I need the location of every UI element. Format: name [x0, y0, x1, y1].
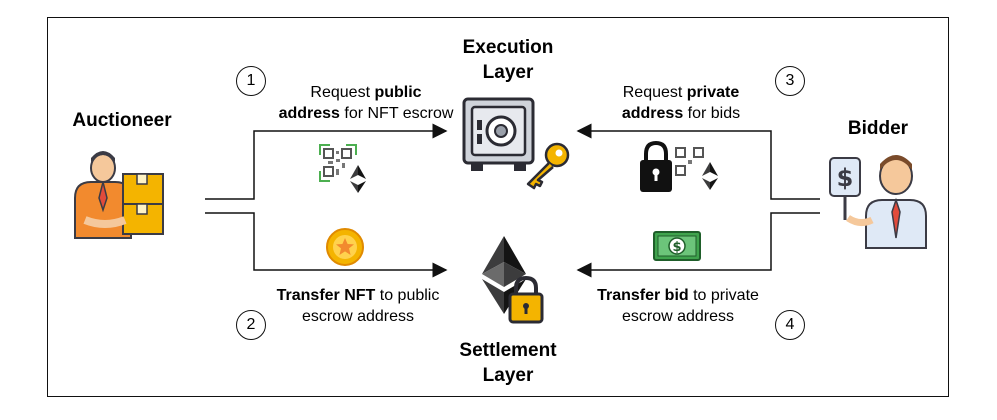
settlement-layer-title: Settlement Layer [433, 338, 583, 388]
qr-code-ethereum-icon [319, 144, 366, 193]
bidder-icon: $ [829, 155, 927, 249]
step-1-label: Request public address for NFT escrow [266, 82, 466, 124]
step-2-line1-a: Transfer NFT [276, 287, 376, 304]
execution-layer-title-line2: Layer [482, 62, 534, 83]
step-4-line2-b: escrow address [621, 308, 735, 325]
ethereum-lock-icon [482, 236, 544, 324]
step-1-number: 1 [236, 66, 266, 96]
arrow-bidder-to-execution [576, 123, 820, 200]
step-4-label: Transfer bid to private escrow address [576, 285, 780, 327]
step-2-label: Transfer NFT to public escrow address [256, 285, 460, 327]
locked-qr-code-ethereum-icon [640, 140, 718, 192]
key-icon [526, 142, 570, 190]
step-4-line1-a: Transfer bid [597, 287, 689, 304]
dollar-bill-icon: $ [653, 231, 701, 261]
step-3-number: 3 [775, 66, 805, 96]
nft-coin-icon [326, 228, 364, 266]
settlement-layer-title-line2: Layer [482, 365, 534, 386]
arrow-bidder-to-settlement [576, 212, 820, 278]
step-1-line1-a: Request [310, 84, 375, 101]
step-4-number: 4 [775, 310, 805, 340]
step-2-line2-b: escrow address [301, 308, 415, 325]
step-1-line2-b: for NFT escrow [339, 105, 454, 122]
step-3-line1-b: private [686, 84, 740, 101]
step-3-line1-a: Request [622, 84, 687, 101]
step-3-line2-b: for bids [683, 105, 741, 122]
step-4-line1-b: to private [688, 287, 759, 304]
diagram-frame [47, 17, 949, 397]
settlement-layer-title-line1: Settlement [459, 340, 557, 361]
auctioneer-icon [74, 151, 164, 239]
svg-text:$: $ [837, 164, 854, 192]
execution-layer-title: Execution Layer [438, 35, 578, 85]
arrow-auctioneer-to-settlement [205, 212, 448, 278]
execution-layer-title-line1: Execution [462, 37, 554, 58]
step-1-line2-a: address [278, 105, 340, 122]
step-3-line2-a: address [621, 105, 684, 122]
step-2-line1-b: to public [375, 287, 440, 304]
vault-safe-icon [462, 97, 535, 171]
bidder-label: Bidder [847, 118, 909, 139]
step-3-label: Request private address for bids [593, 82, 769, 124]
auctioneer-label: Auctioneer [72, 110, 172, 131]
step-2-number: 2 [236, 310, 266, 340]
arrow-auctioneer-to-execution [205, 123, 448, 200]
svg-text:$: $ [672, 240, 681, 255]
step-1-line1-b: public [374, 84, 422, 101]
